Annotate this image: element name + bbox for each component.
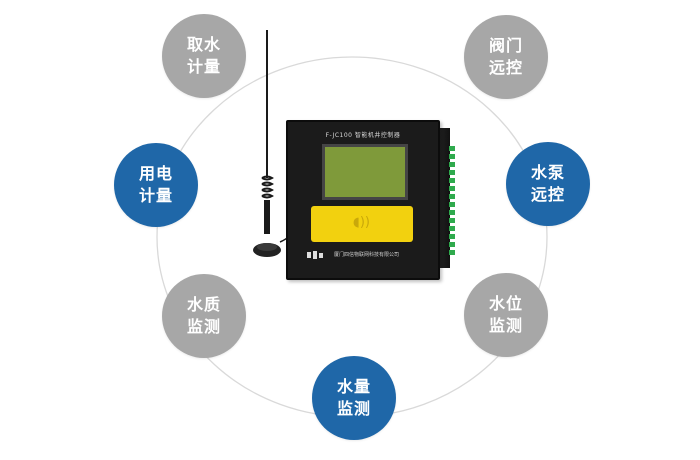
node-water-intake-metering: 取水 计量 (162, 14, 246, 98)
node-line1: 水量 (336, 377, 371, 396)
node-line1: 水质 (186, 295, 221, 314)
terminal-block (449, 146, 455, 258)
controller-device: F-JC100 智能机井控制器 ◖)) 厦门四信物联网科技有限公司 (250, 28, 465, 280)
node-water-level-monitoring: 水位 监测 (464, 273, 548, 357)
node-line2: 远控 (530, 185, 565, 204)
nfc-icon: ◖)) (353, 215, 370, 230)
node-electricity-metering: 用电 计量 (114, 143, 198, 227)
company-logo-icon (307, 251, 323, 259)
node-line2: 计量 (138, 186, 173, 205)
node-line2: 监测 (186, 317, 221, 336)
node-line2: 监测 (336, 399, 371, 418)
device-model-label: F-JC100 智能机井控制器 (325, 132, 401, 139)
node-water-volume-monitoring: 水量 监测 (312, 356, 396, 440)
node-line2: 监测 (488, 316, 523, 335)
node-line1: 水位 (488, 294, 523, 313)
node-line2: 计量 (186, 57, 221, 76)
node-line1: 取水 (186, 35, 221, 54)
node-line1: 阀门 (488, 36, 523, 55)
antenna-icon (253, 30, 299, 257)
device-front-panel: F-JC100 智能机井控制器 ◖)) 厦门四信物联网科技有限公司 (286, 120, 440, 280)
node-valve-remote-control: 阀门 远控 (464, 15, 548, 99)
node-water-quality-monitoring: 水质 监测 (162, 274, 246, 358)
card-reader-panel: ◖)) (311, 206, 413, 242)
node-pump-remote-control: 水泵 远控 (506, 142, 590, 226)
node-line1: 水泵 (530, 163, 565, 182)
node-line2: 远控 (488, 58, 523, 77)
node-line1: 用电 (138, 164, 173, 183)
lcd-screen (322, 144, 408, 200)
company-label: 厦门四信物联网科技有限公司 (334, 252, 400, 258)
